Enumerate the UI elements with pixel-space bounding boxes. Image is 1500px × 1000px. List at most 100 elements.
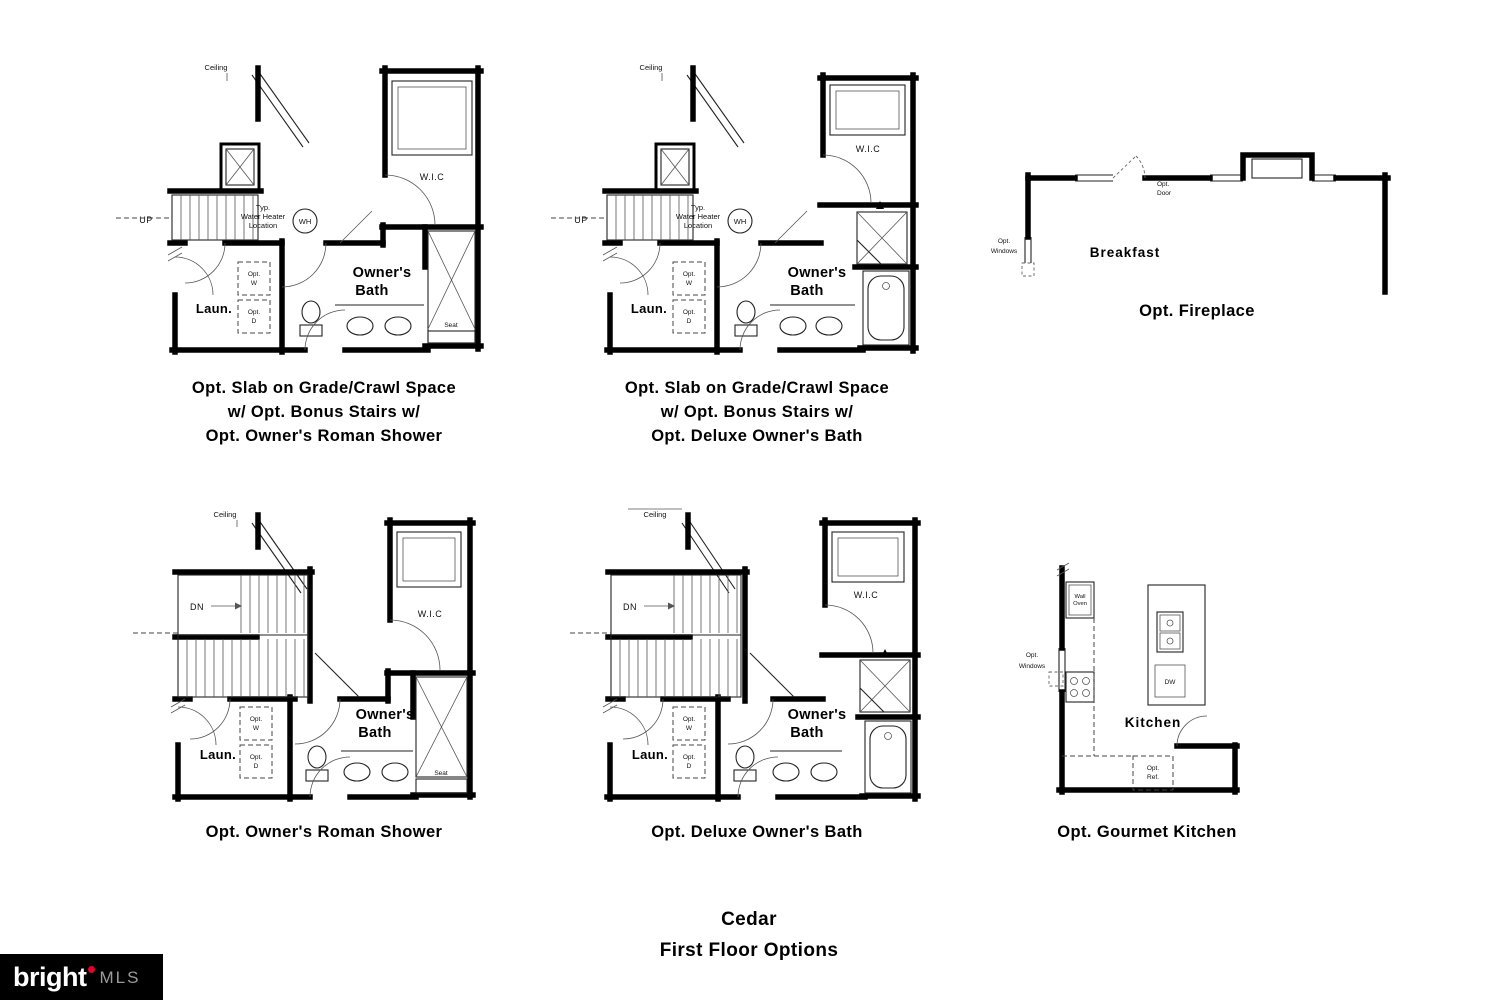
counter-outline — [1062, 618, 1133, 757]
caption-line: Opt. Deluxe Owner's Bath — [651, 823, 863, 841]
owners-label: Owner's — [356, 707, 415, 723]
dw-label: DW — [1165, 679, 1177, 686]
corner-shower — [856, 201, 908, 265]
opt-d-label: Opt. — [683, 754, 695, 761]
owners-bath: Owner's Bath — [734, 265, 855, 337]
dn-label: DN — [190, 602, 204, 612]
wic-label: W.I.C — [856, 144, 881, 154]
laundry: Laun. Opt. W Opt. D — [196, 261, 271, 334]
stairs-down: DN — [133, 574, 309, 698]
w-label: W — [251, 280, 258, 287]
water-heater-note: Typ. Water Heater Location WH — [241, 203, 318, 234]
d-label: D — [687, 763, 692, 770]
opt-washer — [237, 261, 271, 296]
opt-d-label: Opt. — [683, 309, 695, 316]
d-label: D — [252, 318, 257, 325]
caption-line: Opt. Fireplace — [1139, 302, 1255, 320]
caption-line: Opt. Owner's Roman Shower — [205, 427, 443, 445]
sink-right — [381, 762, 409, 782]
location-label: Location — [684, 221, 712, 230]
door-swings — [174, 210, 373, 351]
wic-label: W.I.C — [420, 172, 445, 182]
ceiling-label: Ceiling — [214, 510, 237, 519]
ceiling-label: Ceiling — [205, 63, 228, 72]
wall-label: Wall — [1074, 594, 1085, 600]
fireplace-box — [1240, 152, 1315, 181]
toilet — [733, 745, 757, 782]
caption-line: Opt. Gourmet Kitchen — [1057, 823, 1237, 841]
wic-closet: W.I.C — [824, 531, 905, 654]
opt-dryer — [672, 744, 706, 779]
opt-windows-label-1: Opt. — [998, 238, 1010, 245]
door-swings — [609, 652, 795, 798]
vanity — [335, 304, 424, 336]
vanity — [341, 750, 413, 782]
dn-arrow-icon — [668, 602, 675, 610]
water-heater-label: Water Heater — [676, 212, 721, 221]
dn-arrow-icon — [235, 602, 242, 610]
wic-closet: W.I.C — [389, 531, 462, 671]
plan-a-caption: Opt. Slab on Grade/Crawl Space w/ Opt. B… — [124, 376, 524, 448]
fireplace-drawing: Opt. Door Opt. Windows Breakfast — [991, 152, 1391, 295]
caption-line: Opt. Deluxe Owner's Bath — [651, 427, 863, 445]
kitchen-caption: Opt. Gourmet Kitchen — [947, 820, 1347, 844]
up-label: UP — [574, 215, 588, 225]
water-heater — [219, 142, 261, 192]
walls — [170, 517, 476, 802]
sheet-title: Cedar First Floor Options — [549, 904, 949, 966]
bath-label: Bath — [358, 725, 391, 741]
opt-door-label-1: Opt. — [1157, 181, 1169, 188]
caption-line: w/ Opt. Bonus Stairs w/ — [227, 403, 421, 421]
kitchen-label: Kitchen — [1125, 715, 1182, 730]
door-swings — [177, 652, 360, 798]
wic-label: W.I.C — [854, 590, 879, 600]
walls — [602, 517, 921, 802]
sink-left — [772, 762, 800, 782]
shower-seat — [427, 330, 476, 344]
logo-red-dot-icon — [88, 965, 96, 973]
plan-d-drawing: Ceiling — [570, 508, 921, 802]
breakfast-walls — [1024, 172, 1391, 295]
sheet-subtitle: First Floor Options — [659, 940, 839, 961]
location-label: Location — [249, 221, 277, 230]
shower-seat — [415, 778, 468, 794]
owners-label: Owner's — [788, 265, 847, 281]
sink-left — [343, 762, 371, 782]
wall-oven: Wall Oven — [1065, 581, 1095, 619]
pantry — [1176, 715, 1208, 747]
brightmls-logo: bright MLS — [0, 954, 163, 1000]
seat-label: Seat — [444, 322, 458, 329]
caption-line: Opt. Slab on Grade/Crawl Space — [191, 379, 457, 397]
opt-door-label-2: Door — [1157, 190, 1172, 197]
kitchen-drawing: Wall Oven Opt. Windows Opt. Ref. — [1019, 562, 1240, 795]
opt-dryer — [237, 299, 271, 334]
typ-label: Typ. — [691, 203, 705, 212]
cooktop — [1065, 671, 1095, 703]
island: DW — [1147, 584, 1206, 706]
laundry-label: Laun. — [631, 301, 667, 316]
sink-right — [384, 316, 412, 336]
opt-washer — [672, 706, 706, 741]
door-swings — [609, 210, 808, 351]
opt-w-label: Opt. — [250, 716, 262, 723]
wh-label: WH — [299, 217, 312, 226]
up-label: UP — [139, 215, 153, 225]
typ-label: Typ. — [256, 203, 270, 212]
opt-ref-label-1: Opt. — [1147, 765, 1159, 772]
opt-dryer — [239, 744, 273, 779]
oven-label: Oven — [1073, 601, 1087, 607]
stairs-up: UP — [551, 194, 694, 241]
toilet — [734, 300, 758, 337]
w-label: W — [686, 280, 693, 287]
opt-w-label: Opt. — [683, 271, 695, 278]
seat-label: Seat — [434, 770, 448, 777]
opt-windows: Opt. Windows — [991, 238, 1035, 277]
wic-label: W.I.C — [418, 609, 443, 619]
walls — [167, 65, 484, 355]
burner — [1166, 619, 1174, 627]
stairs-up: UP — [116, 194, 259, 241]
sink-right — [810, 762, 838, 782]
laundry: Laun. Opt. W Opt. D — [632, 706, 706, 779]
ceiling-break: Ceiling — [214, 510, 308, 594]
